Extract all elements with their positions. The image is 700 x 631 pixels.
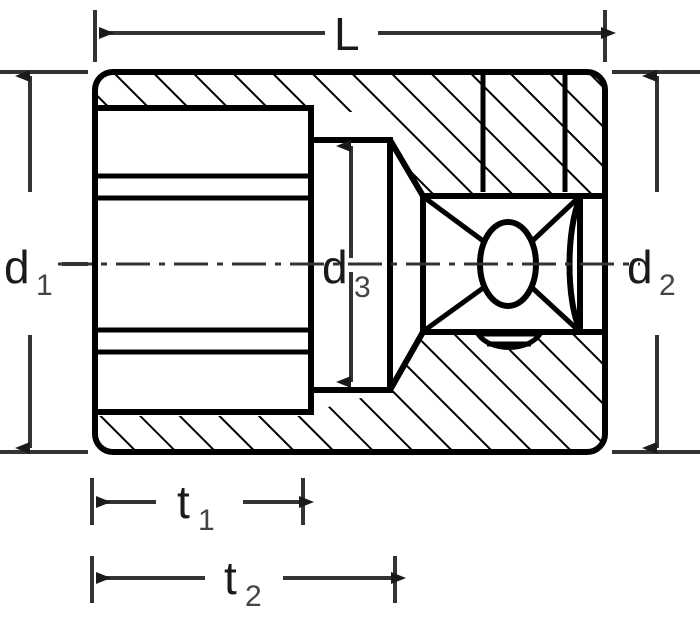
dimension-d2: d 2 — [612, 70, 700, 454]
dimension-t2: t 2 — [90, 552, 406, 613]
dimension-L: L — [93, 8, 616, 62]
dimension-label-d2-base: d — [627, 241, 653, 293]
dimension-label-t1-base: t — [177, 476, 190, 528]
dimension-label-t2-base: t — [224, 552, 237, 604]
dimension-label-L: L — [334, 8, 360, 60]
dimension-label-d2-sub: 2 — [659, 269, 676, 302]
square-drive-recess — [420, 193, 583, 335]
dimension-label-d3-base: d — [322, 241, 348, 293]
dimension-d3: d 3 — [322, 140, 371, 388]
square-corner-line-tr — [525, 196, 580, 248]
dimension-label-d1-sub: 1 — [36, 269, 53, 302]
square-corner-line-bl — [423, 280, 492, 333]
dimension-label-t1-sub: 1 — [198, 504, 215, 537]
square-corner-line-tl — [423, 195, 492, 249]
dimension-d1: d 1 — [0, 70, 88, 454]
dimension-label-d1-base: d — [4, 241, 30, 293]
dimension-label-d3-sub: 3 — [354, 271, 371, 304]
dimension-label-t2-sub: 2 — [245, 580, 262, 613]
square-corner-line-br — [525, 281, 580, 332]
hex-socket-cavity — [92, 105, 314, 415]
upper-wall-rib-lines — [423, 74, 605, 199]
retaining-pin-slot — [473, 331, 545, 350]
bore-to-drive-transition — [387, 138, 426, 392]
dimension-t1: t 1 — [90, 476, 314, 537]
socket-body-outline — [92, 69, 608, 455]
